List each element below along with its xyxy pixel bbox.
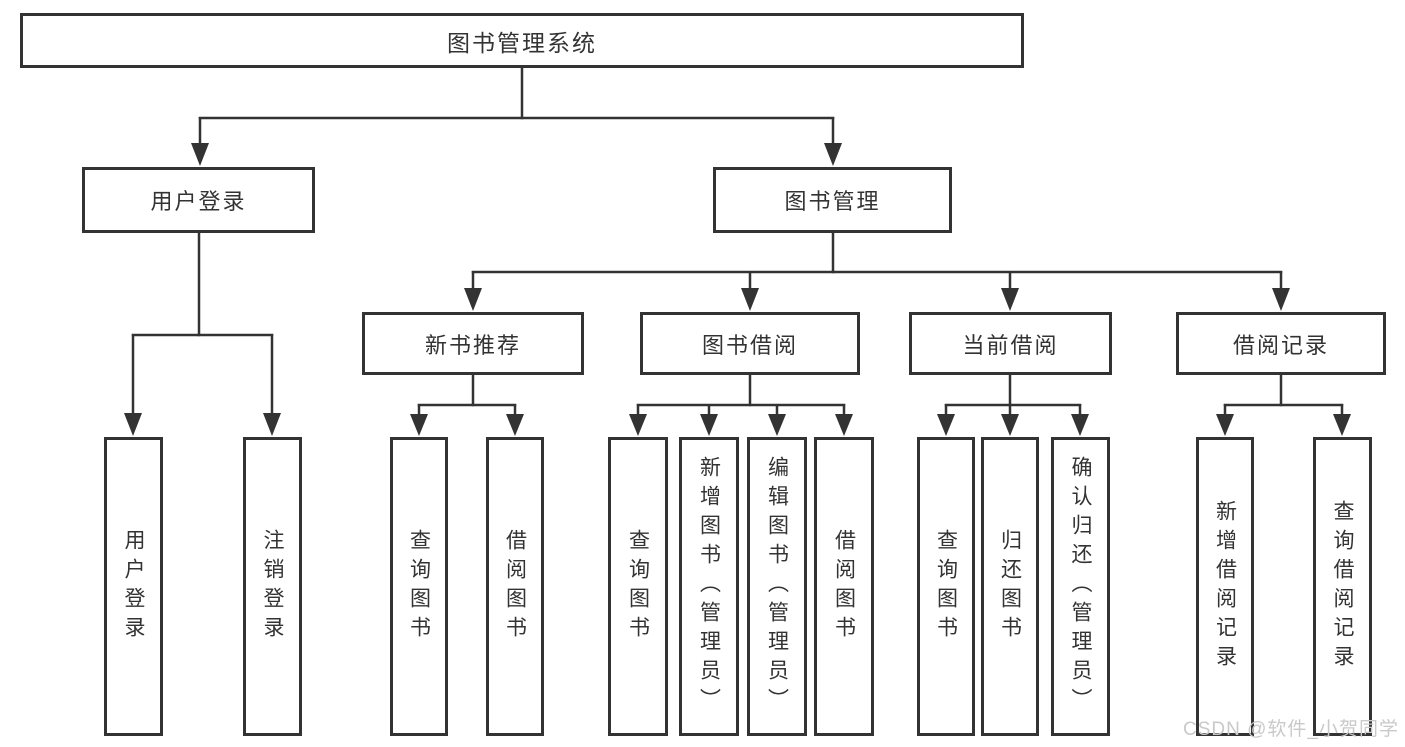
node-borrow-records: 借阅记录	[1176, 312, 1386, 375]
node-user-login: 用户登录	[82, 167, 315, 233]
node-book-management-label: 图书管理	[784, 189, 881, 214]
node-library-system: 图书管理系统	[20, 13, 1024, 68]
leaf-borrowing-add-books-admin: 新增图书（管理员）	[679, 437, 739, 736]
node-book-borrowing-label: 图书借阅	[701, 332, 798, 358]
node-new-book-recommend-label: 新书推荐	[424, 332, 521, 358]
node-book-management: 图书管理	[713, 167, 952, 233]
leaf-records-query-record: 查询借阅记录	[1313, 437, 1372, 736]
leaf-borrowing-edit-books-admin: 编辑图书（管理员）	[747, 437, 807, 736]
leaf-current-query-books: 查询图书	[917, 437, 975, 736]
leaf-current-confirm-return-admin: 确认归还（管理员）	[1051, 437, 1110, 736]
node-user-login-label: 用户登录	[150, 189, 247, 214]
node-library-system-label: 图书管理系统	[447, 29, 597, 56]
leaf-current-return-books: 归还图书	[981, 437, 1039, 736]
node-book-borrowing: 图书借阅	[640, 312, 860, 375]
leaf-records-add-record: 新增借阅记录	[1196, 437, 1254, 736]
node-current-borrowing: 当前借阅	[909, 312, 1112, 375]
leaf-user-login: 用户登录	[104, 437, 163, 736]
leaf-borrowing-query-books: 查询图书	[608, 437, 668, 736]
leaf-newbooks-borrow-books: 借阅图书	[486, 437, 544, 736]
node-borrow-records-label: 借阅记录	[1232, 332, 1329, 358]
node-new-book-recommend: 新书推荐	[362, 312, 584, 375]
leaf-borrowing-borrow-books: 借阅图书	[814, 437, 874, 736]
csdn-watermark: CSDN @软件_小贺同学	[1183, 719, 1399, 740]
node-current-borrowing-label: 当前借阅	[962, 332, 1059, 358]
leaf-logout: 注销登录	[243, 437, 302, 736]
leaf-newbooks-query-books: 查询图书	[390, 437, 448, 736]
